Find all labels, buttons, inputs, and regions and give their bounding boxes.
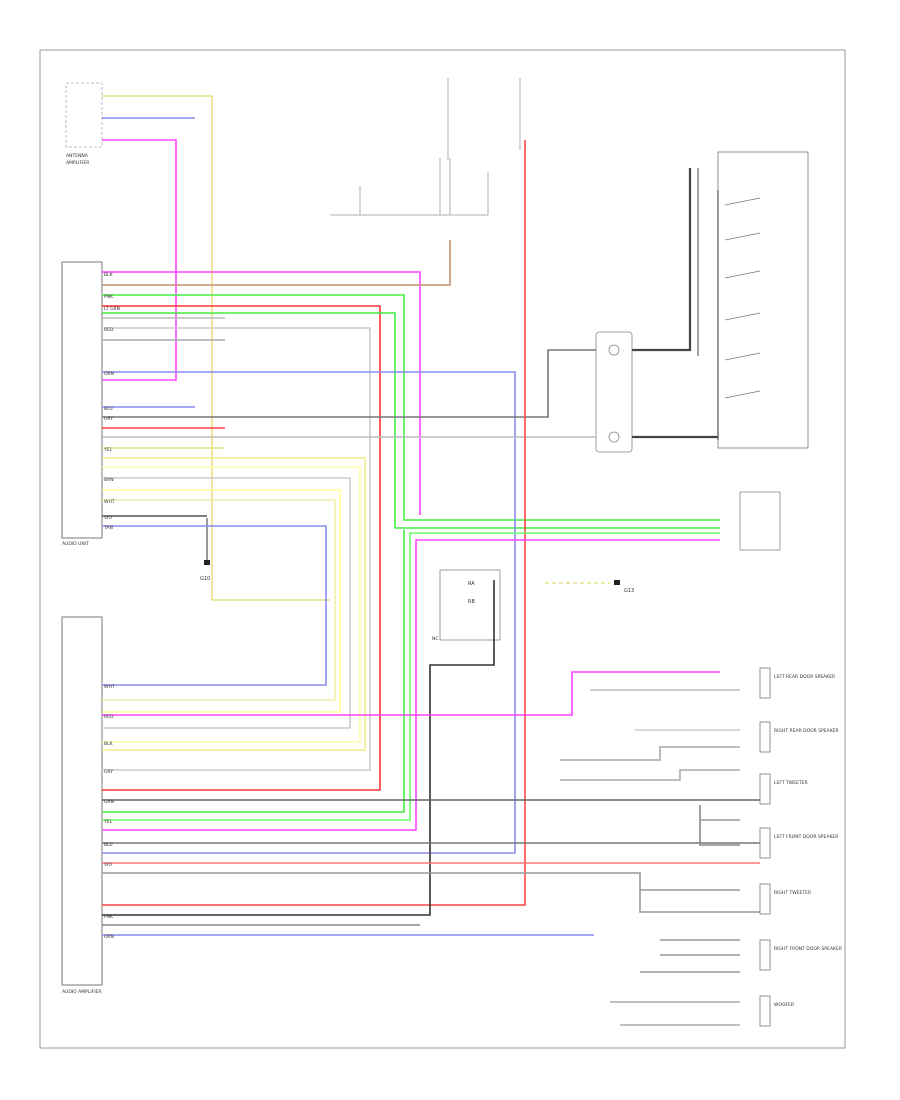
audio-unit-label: AUDIO UNIT bbox=[62, 541, 89, 547]
wire-yellow-3 bbox=[102, 457, 366, 751]
label-wire-5: BLU bbox=[104, 406, 113, 412]
label-wire-8: BRN bbox=[104, 477, 114, 483]
speaker-woofer: WOOFER bbox=[759, 995, 794, 1027]
wire-yellow-4 bbox=[102, 466, 361, 743]
wire-yellow-6 bbox=[102, 499, 336, 701]
speaker-right-tweeter: RIGHT TWEETER bbox=[759, 883, 811, 915]
audio-unit: AUDIO UNIT bbox=[61, 261, 103, 547]
speaker-label-2: LEFT TWEETER bbox=[774, 780, 808, 786]
wire-gray-6 bbox=[102, 477, 351, 729]
speaker-left-rear: LEFT REAR DOOR SPEAKER bbox=[759, 667, 835, 699]
speaker-group: LEFT REAR DOOR SPEAKER RIGHT REAR DOOR S… bbox=[759, 667, 842, 1027]
wire-yellow-1 bbox=[102, 95, 330, 601]
connector-ra: RA bbox=[468, 581, 475, 587]
wire-magenta-3 bbox=[102, 539, 720, 831]
amp-label-8: PNK bbox=[104, 914, 114, 920]
ground-right: G13 bbox=[614, 580, 634, 594]
label-wire-10: VIO bbox=[104, 515, 112, 521]
ground-left-label: G10 bbox=[200, 576, 210, 582]
label-wire-2: LT GRN bbox=[104, 306, 120, 312]
amp-label-0: WHT bbox=[104, 684, 115, 690]
speaker-right-rear: RIGHT REAR DOOR SPEAKER bbox=[759, 721, 839, 753]
amp-labels: WHT RED BLK GRY GRN YEL BLU VIO PNK ORN bbox=[103, 684, 115, 940]
wire-blue-2 bbox=[102, 371, 516, 854]
audio-amplifier-label: AUDIO AMPLIFIER bbox=[62, 989, 102, 995]
amp-label-6: BLU bbox=[104, 842, 113, 848]
wires bbox=[101, 95, 760, 1026]
label-wire-7: YEL bbox=[103, 447, 113, 453]
speaker-left-tweeter: LEFT TWEETER bbox=[759, 773, 808, 805]
wire-blue-4 bbox=[102, 525, 327, 686]
wire-gray-15 bbox=[560, 769, 740, 781]
wire-gray-14 bbox=[560, 746, 740, 761]
wire-magenta-1 bbox=[102, 139, 177, 381]
label-wire-1: PNK bbox=[104, 294, 114, 300]
speaker-left-front: LEFT FRONT DOOR SPEAKER bbox=[759, 827, 838, 859]
wire-brown-1 bbox=[102, 240, 451, 286]
wire-gray-2 bbox=[102, 327, 371, 771]
amp-label-3: GRY bbox=[104, 769, 113, 775]
amp-label-2: BLK bbox=[104, 741, 114, 747]
wire-magenta-2 bbox=[102, 271, 421, 515]
splice-label: NC bbox=[432, 636, 439, 642]
switch-block bbox=[717, 151, 809, 449]
label-wire-9: WHT bbox=[104, 499, 115, 505]
center-unit bbox=[595, 331, 633, 453]
ground-right-label: G13 bbox=[624, 588, 634, 594]
wire-gray-16 bbox=[699, 805, 740, 846]
amp-label-5: YEL bbox=[103, 819, 113, 825]
wire-green-4 bbox=[102, 532, 720, 821]
fuse-block-top bbox=[330, 78, 521, 216]
label-wire-3: RED bbox=[104, 327, 114, 333]
wire-magenta-4 bbox=[102, 671, 720, 716]
wire-gray-4 bbox=[102, 349, 596, 418]
connector-rb: RB bbox=[468, 599, 475, 605]
right-connector bbox=[739, 491, 781, 551]
amp-label-4: GRN bbox=[104, 799, 114, 805]
ground-left: G10 bbox=[200, 518, 210, 582]
splice-box: NC bbox=[432, 569, 501, 642]
antenna-amplifier: ANTENNA AMPLIFIER bbox=[65, 82, 103, 166]
audio-amplifier: AUDIO AMPLIFIER bbox=[61, 616, 103, 995]
left-labels: BLK PNK LT GRN RED ORN BLU GRY YEL BRN W… bbox=[103, 272, 120, 531]
speaker-label-6: WOOFER bbox=[774, 1002, 794, 1008]
speaker-label-1: RIGHT REAR DOOR SPEAKER bbox=[774, 728, 839, 734]
speaker-label-0: LEFT REAR DOOR SPEAKER bbox=[774, 674, 835, 680]
diagram-border bbox=[39, 49, 846, 1049]
amp-label-7: VIO bbox=[104, 862, 112, 868]
wire-green-2 bbox=[102, 312, 720, 529]
speaker-label-4: RIGHT TWEETER bbox=[774, 890, 811, 896]
wire-green-1 bbox=[102, 294, 720, 521]
speaker-label-3: LEFT FRONT DOOR SPEAKER bbox=[774, 834, 838, 840]
wire-black-1 bbox=[102, 580, 495, 916]
wire-green-3 bbox=[102, 530, 405, 813]
amp-label-1: RED bbox=[104, 714, 114, 720]
wire-dark-1 bbox=[632, 168, 692, 352]
wire-red-1 bbox=[102, 305, 381, 791]
amp-label-9: ORN bbox=[104, 934, 114, 940]
speaker-right-front: RIGHT FRONT DOOR SPEAKER bbox=[759, 939, 842, 971]
label-wire-0: BLK bbox=[104, 272, 114, 278]
wire-red-3 bbox=[102, 140, 526, 906]
label-wire-6: GRY bbox=[104, 416, 113, 422]
label-wire-11: TAN bbox=[103, 525, 113, 531]
antenna-amplifier-label-1: ANTENNA bbox=[66, 153, 89, 159]
label-wire-4: ORN bbox=[104, 371, 114, 377]
antenna-amplifier-label-2: AMPLIFIER bbox=[66, 160, 89, 166]
wire-gray-11 bbox=[102, 872, 760, 913]
speaker-label-5: RIGHT FRONT DOOR SPEAKER bbox=[774, 946, 842, 952]
wire-yellow-5 bbox=[102, 489, 341, 713]
